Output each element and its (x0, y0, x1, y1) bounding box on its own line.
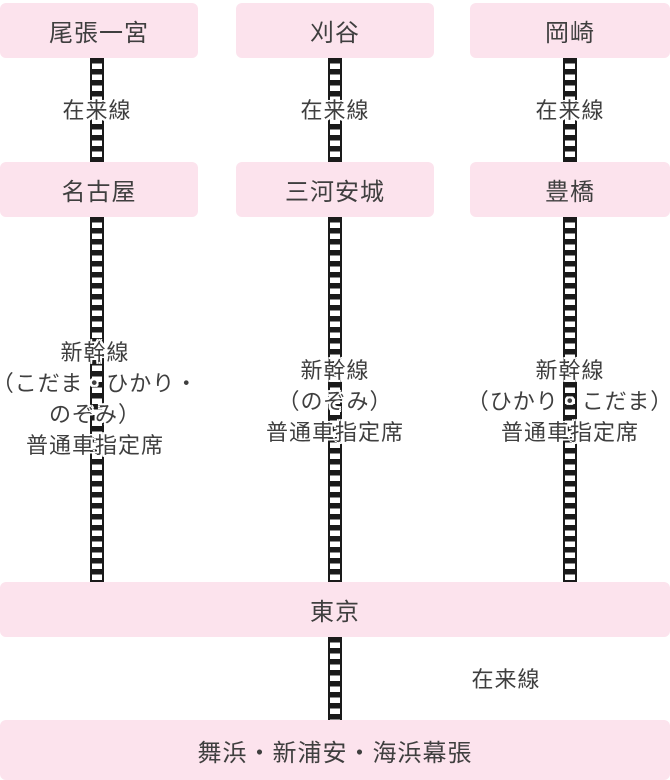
line-label-conventional-col3: 在来線 (535, 99, 605, 124)
station-box-maihama-shinurayasu-kaihimmakuhari: 舞浜・新浦安・海浜幕張 (0, 720, 670, 780)
line-label-shinkansen-col2-line3: 普通車指定席 (265, 421, 404, 446)
line-label-shinkansen-col2: 新幹線 （のぞみ） 普通車指定席 (210, 356, 460, 449)
line-label-shinkansen-col3: 新幹線 （ひかり・こだま） 普通車指定席 (440, 356, 670, 449)
line-label-shinkansen-col3-line1: 新幹線 (535, 359, 605, 384)
railway-track-shinkansen-col2 (328, 217, 342, 582)
station-box-owari-ichinomiya: 尾張一宮 (0, 3, 198, 58)
line-label-conventional-col2: 在来線 (300, 99, 370, 124)
line-label-shinkansen-col1: 新幹線 （こだま・ひかり・ のぞみ） 普通車指定席 (0, 338, 220, 462)
station-box-mikawa-anjo: 三河安城 (236, 162, 434, 217)
railway-track-shinkansen-col1 (90, 217, 104, 582)
line-label-shinkansen-col3-line2: （ひかり・こだま） (466, 390, 670, 415)
line-label-conventional-col1: 在来線 (62, 99, 132, 124)
line-label-shinkansen-col1-line4: 普通車指定席 (25, 434, 164, 459)
line-label-shinkansen-col2-line2: （のぞみ） (277, 390, 393, 415)
line-label-conventional-final: 在来線 (471, 668, 541, 693)
station-box-nagoya: 名古屋 (0, 162, 198, 217)
station-box-kariya: 刈谷 (236, 3, 434, 58)
railway-track-conventional-col3 (563, 58, 577, 162)
railway-track-conventional-col1 (90, 58, 104, 162)
railway-track-conventional-final (328, 637, 342, 720)
railway-track-shinkansen-col3 (563, 217, 577, 582)
line-label-shinkansen-col1-line2: （こだま・ひかり・ (0, 372, 199, 397)
station-box-okazaki: 岡崎 (470, 3, 670, 58)
railway-track-conventional-col2 (328, 58, 342, 162)
line-label-shinkansen-col1-line3: のぞみ） (48, 403, 141, 428)
line-label-shinkansen-col2-line1: 新幹線 (300, 359, 370, 384)
line-label-shinkansen-col3-line3: 普通車指定席 (500, 421, 639, 446)
line-label-shinkansen-col1-line1: 新幹線 (60, 341, 130, 366)
station-box-tokyo: 東京 (0, 582, 670, 637)
station-box-toyohashi: 豊橋 (470, 162, 670, 217)
